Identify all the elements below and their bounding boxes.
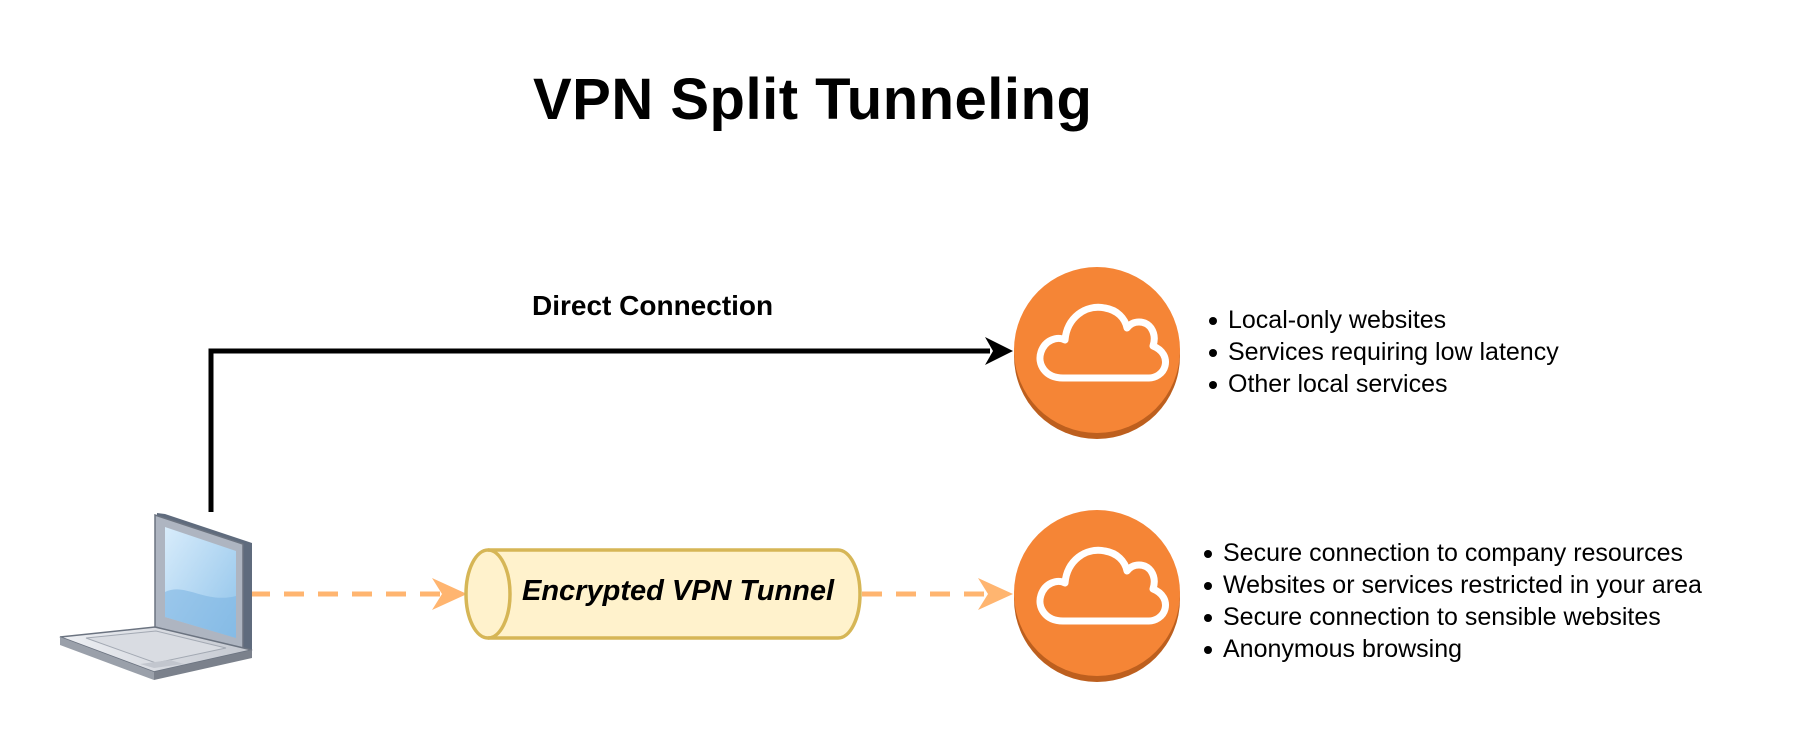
vpn-services-list: Secure connection to company resources W… bbox=[1201, 537, 1702, 665]
list-item: Services requiring low latency bbox=[1206, 336, 1559, 368]
dashed-arrow-to-cloud bbox=[862, 578, 1013, 610]
list-item: Other local services bbox=[1206, 368, 1559, 400]
cloud-icon bbox=[1014, 510, 1180, 682]
laptop-icon bbox=[59, 513, 253, 680]
list-item: Anonymous browsing bbox=[1201, 633, 1702, 665]
list-item: Secure connection to company resources bbox=[1201, 537, 1702, 569]
vpn-tunnel-label: Encrypted VPN Tunnel bbox=[522, 575, 835, 607]
cloud-icon bbox=[1014, 267, 1180, 439]
direct-services-list: Local-only websites Services requiring l… bbox=[1206, 304, 1559, 400]
list-item: Secure connection to sensible websites bbox=[1201, 601, 1702, 633]
list-item: Websites or services restricted in your … bbox=[1201, 569, 1702, 601]
dashed-arrow-to-tunnel bbox=[250, 578, 467, 610]
direct-connection-arrow bbox=[208, 337, 1013, 512]
diagram-title: VPN Split Tunneling bbox=[533, 67, 1093, 132]
vpn-tunnel-cylinder bbox=[464, 548, 862, 640]
direct-connection-label: Direct Connection bbox=[532, 290, 774, 321]
list-item: Local-only websites bbox=[1206, 304, 1559, 336]
